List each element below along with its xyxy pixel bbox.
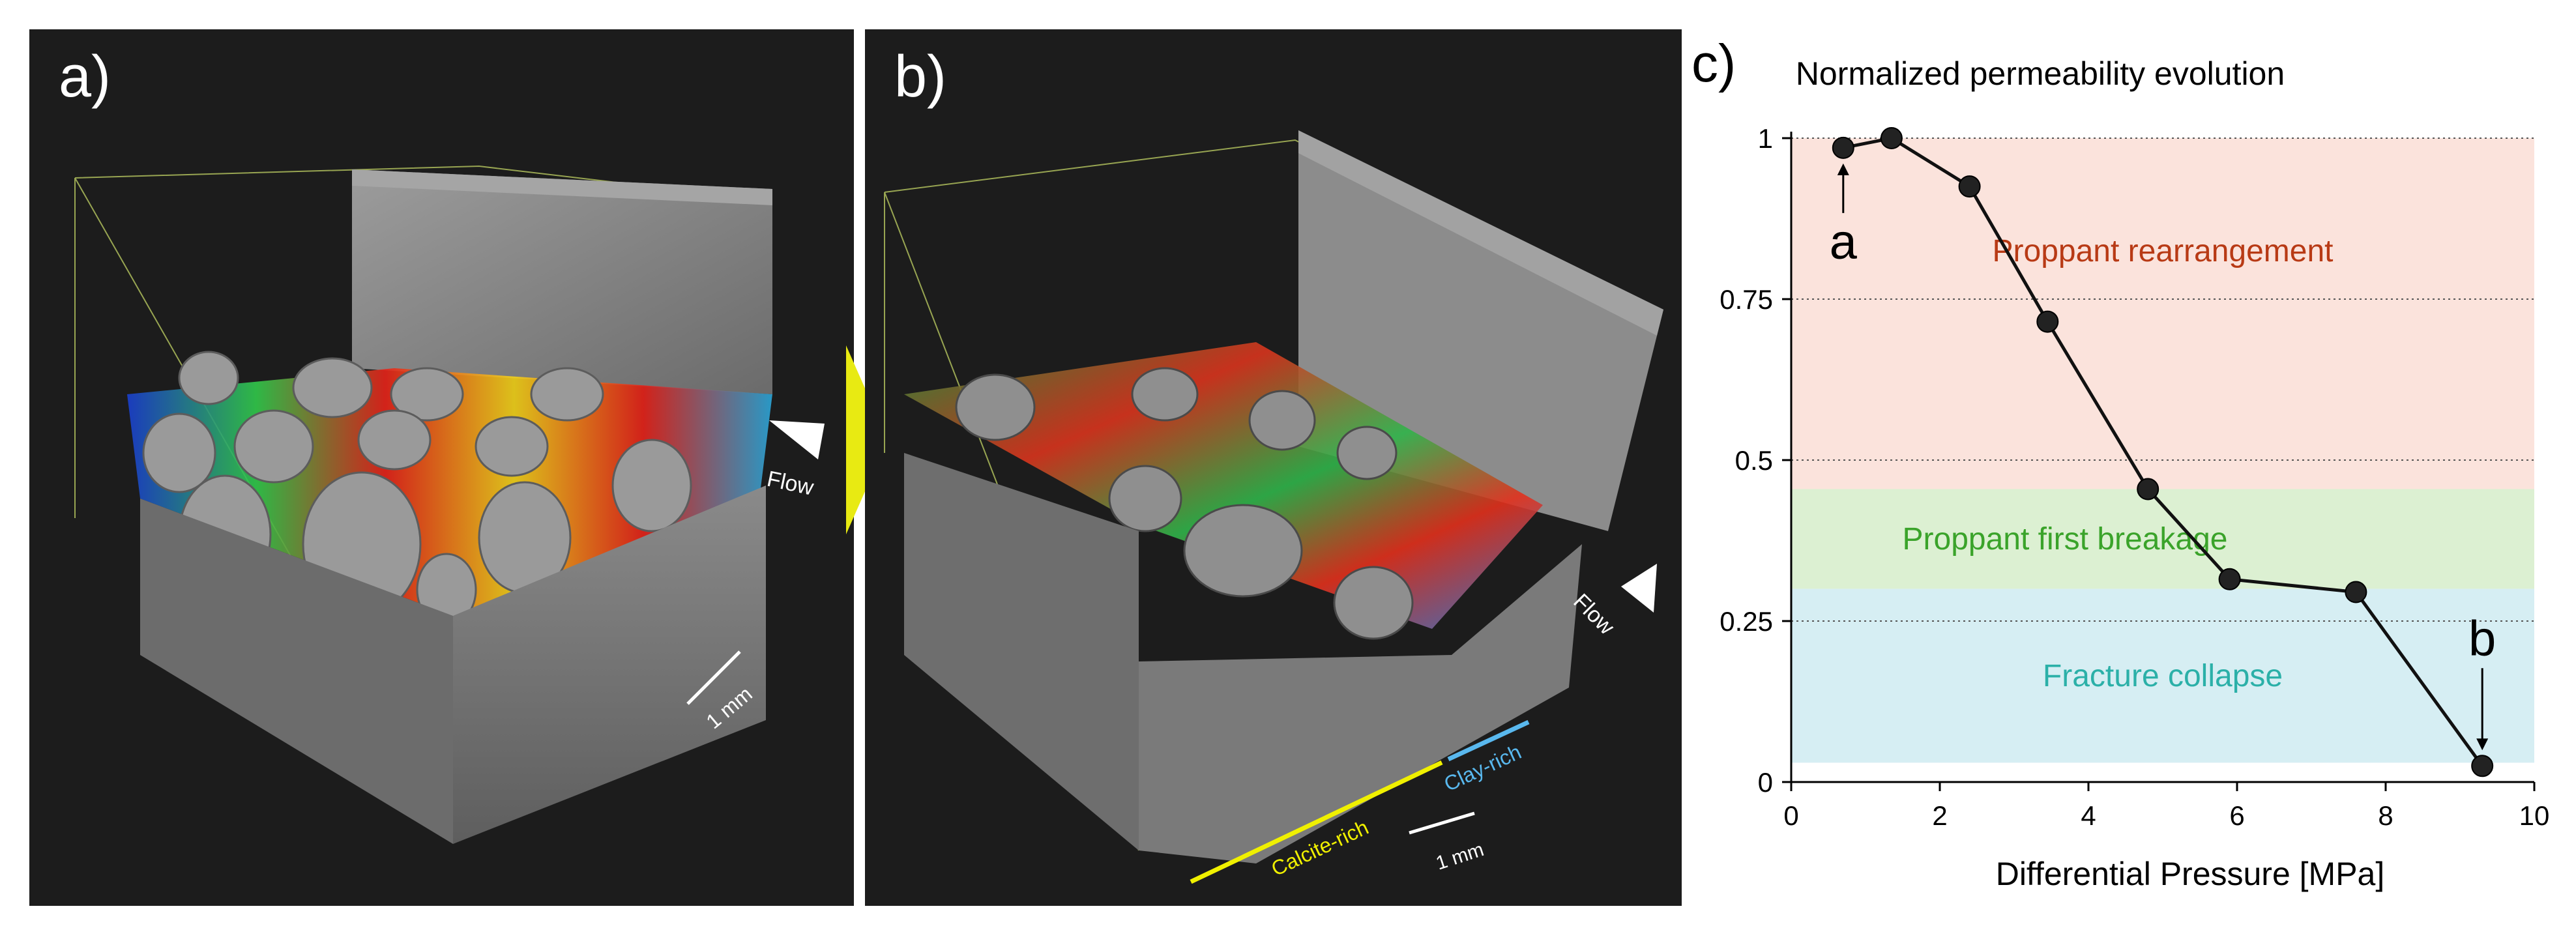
panel-b-calcite-line bbox=[1190, 760, 1443, 884]
panel-b-proppant-grains bbox=[955, 367, 1414, 640]
panel-c-letter: c) bbox=[1691, 34, 1736, 93]
data-point-6 bbox=[2345, 581, 2367, 603]
panel-a-upper-rock bbox=[352, 169, 772, 394]
panel-b-flow-field bbox=[904, 342, 1543, 629]
y-tick-label-3: 0.75 bbox=[1720, 284, 1773, 315]
chart-gridlines bbox=[1791, 138, 2534, 622]
x-tick-label-0: 0 bbox=[1783, 800, 1798, 831]
x-tick-label-3: 6 bbox=[2229, 800, 2244, 831]
x-tick-label-5: 10 bbox=[2519, 800, 2550, 831]
data-point-5 bbox=[2218, 568, 2241, 590]
panel-a-render: Flow 1 mm bbox=[74, 165, 825, 844]
panel-a-flow-label: Flow bbox=[765, 467, 816, 500]
y-tick-label-1: 0.25 bbox=[1720, 606, 1773, 637]
band-0 bbox=[1791, 138, 2534, 489]
x-tick-label-1: 2 bbox=[1932, 800, 1947, 831]
annotation-b: b bbox=[2468, 611, 2496, 666]
chart-series bbox=[1832, 127, 2494, 777]
band-label-2: Fracture collapse bbox=[2043, 659, 2283, 693]
band-label-0: Proppant rearrangement bbox=[1993, 234, 2334, 268]
panel-a-flow-arrow-icon bbox=[769, 420, 825, 459]
panel-b-micro-ct: b) bbox=[865, 29, 1682, 906]
annotation-arrowhead-b bbox=[2476, 738, 2489, 751]
y-tick-label-4: 1 bbox=[1758, 123, 1773, 154]
panel-a-micro-ct: a) bbox=[29, 29, 854, 906]
chart-annotations: ab bbox=[1830, 163, 2496, 751]
band-label-1: Proppant first breakage bbox=[1903, 522, 2228, 557]
panel-b-scale-bar bbox=[1409, 811, 1475, 835]
panel-a-letter: a) bbox=[59, 44, 111, 109]
data-point-4 bbox=[2137, 478, 2159, 500]
data-point-2 bbox=[1958, 175, 1981, 198]
panel-c-chart: c) Normalized permeability evolution Pro… bbox=[1691, 34, 2549, 892]
panel-b-scale-label: 1 mm bbox=[1433, 839, 1487, 875]
data-point-0 bbox=[1832, 136, 1854, 159]
panel-b-clay-line bbox=[1447, 719, 1530, 762]
x-tick-label-4: 8 bbox=[2378, 800, 2393, 831]
panel-b-lower-rock bbox=[904, 453, 1139, 850]
y-tick-label-0: 0 bbox=[1758, 767, 1773, 798]
x-tick-label-2: 4 bbox=[2081, 800, 2096, 831]
data-point-1 bbox=[1880, 127, 1903, 149]
annotation-arrowhead-a bbox=[1837, 163, 1849, 175]
panel-b-render: Flow Calcite-rich Clay-rich 1 mm bbox=[884, 130, 1663, 884]
panel-a-lower-rock bbox=[140, 499, 453, 844]
annotation-a: a bbox=[1830, 214, 1858, 270]
panel-a-scale-bar bbox=[686, 650, 741, 705]
data-point-3 bbox=[2036, 310, 2059, 333]
y-tick-label-2: 0.5 bbox=[1735, 445, 1773, 476]
chart-x-axis-label: Differential Pressure [MPa] bbox=[1996, 856, 2385, 892]
series-line-0 bbox=[1843, 136, 2484, 767]
panel-a-proppant-grains bbox=[142, 351, 692, 627]
panel-b-letter: b) bbox=[894, 44, 947, 109]
data-point-7 bbox=[2471, 755, 2494, 777]
chart-title: Normalized permeability evolution bbox=[1796, 55, 2285, 92]
band-2 bbox=[1791, 588, 2534, 763]
panel-b-flow-arrow-icon bbox=[1621, 564, 1657, 613]
